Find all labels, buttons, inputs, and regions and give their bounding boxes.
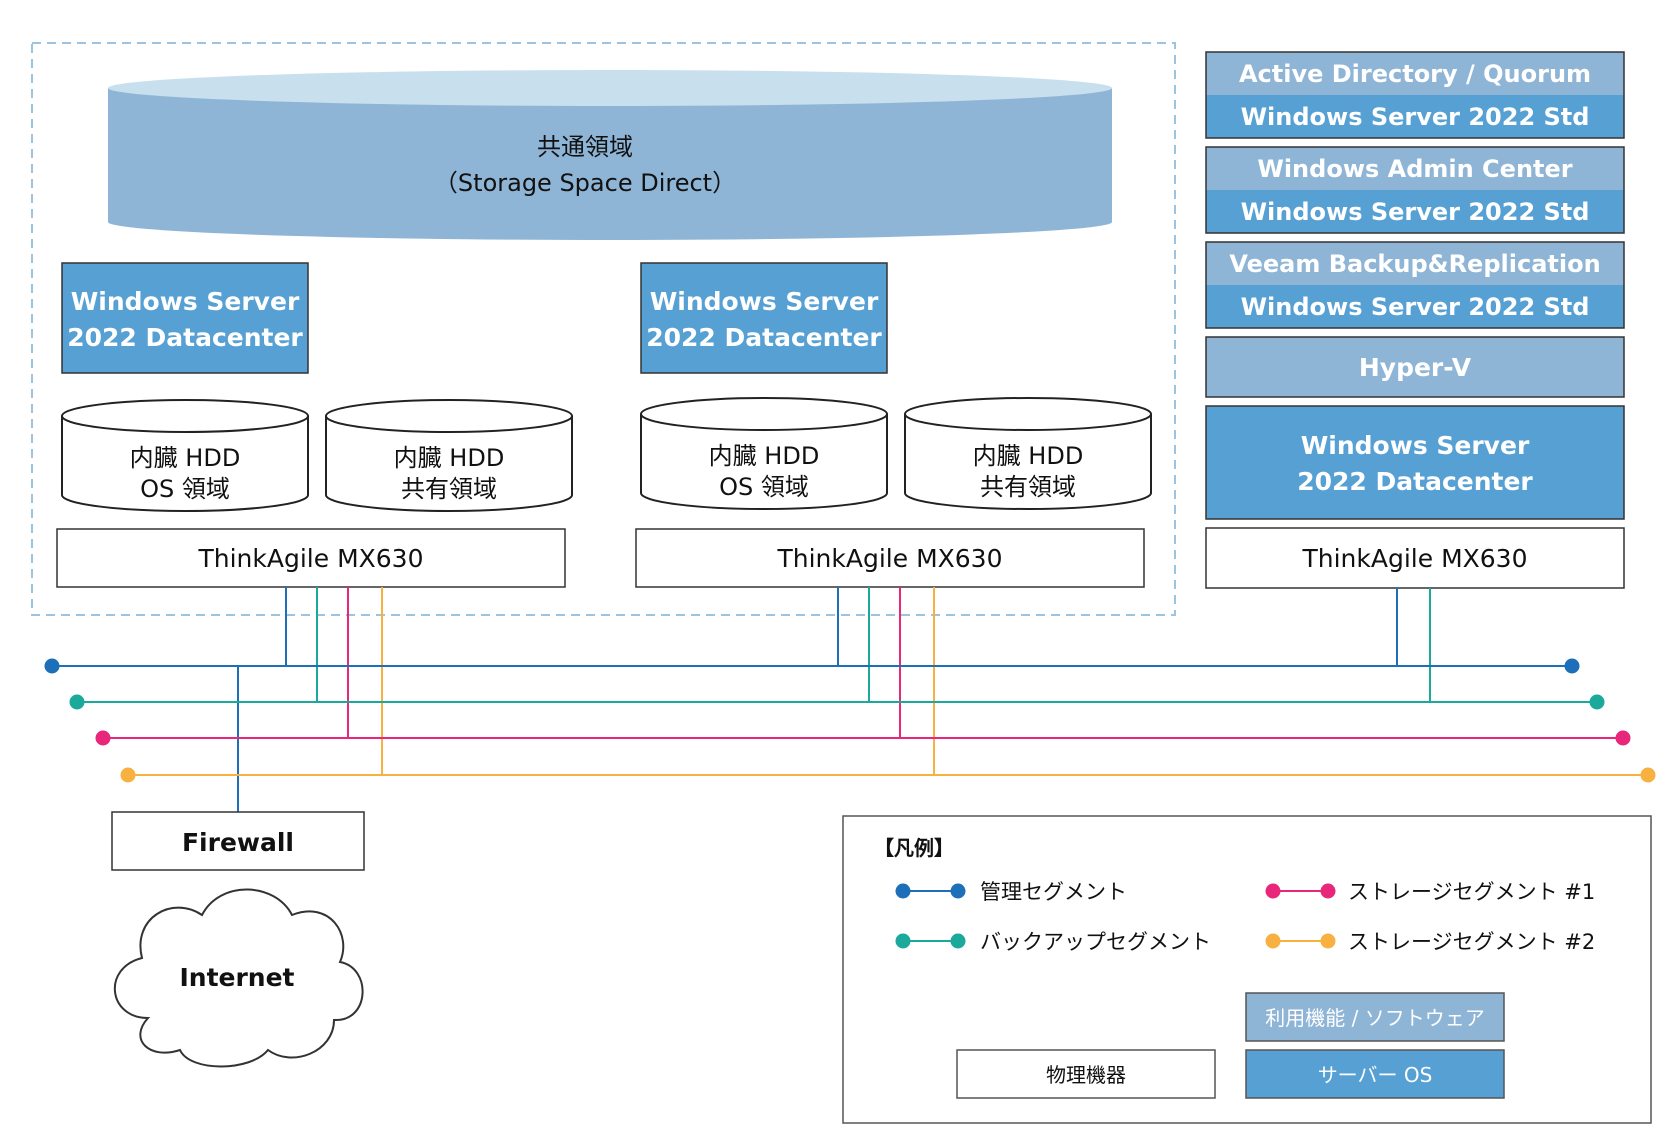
node-1-os-line2: 2022 Datacenter: [67, 323, 303, 352]
node-2-hardware-box: [635, 528, 1145, 588]
node-1-hardware-box: [56, 528, 566, 588]
legend-storage1-label: ストレージセグメント #1: [1348, 880, 1595, 904]
node-1-disk-os: 内臓 HDD OS 領域: [61, 399, 309, 512]
storage-pool-sublabel: （Storage Space Direct）: [434, 169, 736, 197]
node-2-hardware-label: ThinkAgile MX630: [777, 544, 1003, 573]
legend-storage2-label: ストレージセグメント #2: [1348, 930, 1595, 954]
legend-backup-label: バックアップセグメント: [980, 930, 1211, 954]
internet-cloud: Internet: [114, 888, 364, 1068]
node-1-os-line1: Windows Server: [71, 287, 300, 316]
node-2-os-line2: 2022 Datacenter: [646, 323, 882, 352]
storage-pool-cylinder: 共通領域 （Storage Space Direct）: [108, 70, 1112, 240]
vm-3-app-box: [1206, 242, 1624, 285]
node-2-disk-os-line2: OS 領域: [719, 473, 809, 501]
mgmt-host-os-line2: 2022 Datacenter: [1297, 467, 1533, 496]
legend-hardware-swatch: [956, 1049, 1216, 1099]
storage-pool-label: 共通領域: [537, 133, 633, 161]
management-server-stack: Active Directory / Quorum Windows Server…: [1205, 51, 1625, 589]
legend: 【凡例】 管理セグメント バックアップセグメント ストレージセグメント #1 ス…: [842, 815, 1652, 1124]
mgmt-host-os-box: [1205, 405, 1625, 520]
legend-os-swatch: [1245, 1049, 1505, 1099]
internet-label: Internet: [179, 963, 294, 992]
legend-software-label: 利用機能 / ソフトウェア: [1265, 1006, 1484, 1030]
node-1-disk-os-line2: OS 領域: [140, 475, 230, 503]
node-1-hardware-label: ThinkAgile MX630: [198, 544, 424, 573]
vm-2-app-box: [1206, 147, 1624, 190]
node-2-disk-shared-line1: 内臓 HDD: [973, 442, 1084, 470]
cluster-node-2: Windows Server 2022 Datacenter 内臓 HDD OS…: [635, 262, 1152, 588]
node-2-disk-shared: 内臓 HDD 共有領域: [904, 397, 1152, 510]
hyperv-label: Hyper-V: [1359, 353, 1472, 382]
legend-mgmt-label: 管理セグメント: [980, 880, 1127, 904]
node-1-disk-shared-line2: 共有領域: [401, 475, 497, 503]
node-1-os-box: [61, 262, 309, 374]
vm-2-os-box: [1206, 190, 1624, 233]
node-2-os-line1: Windows Server: [650, 287, 879, 316]
vm-3-os-box: [1206, 285, 1624, 328]
mgmt-hardware-label: ThinkAgile MX630: [1302, 544, 1528, 573]
firewall-label: Firewall: [182, 828, 294, 857]
cluster-node-1: Windows Server 2022 Datacenter 内臓 HDD OS…: [56, 262, 573, 588]
node-1-disk-shared-line1: 内臓 HDD: [394, 444, 505, 472]
hyperv-box: [1205, 336, 1625, 398]
cluster-boundary: [31, 42, 1176, 616]
vm-1-app-label: Active Directory / Quorum: [1239, 60, 1591, 88]
vm-3-app-label: Veeam Backup&Replication: [1229, 250, 1600, 278]
node-2-os-box: [640, 262, 888, 374]
node-2-disk-os-line1: 内臓 HDD: [709, 442, 820, 470]
node-1-disk-os-line1: 内臓 HDD: [130, 444, 241, 472]
node-2-disk-os: 内臓 HDD OS 領域: [640, 397, 888, 510]
legend-title: 【凡例】: [874, 836, 954, 860]
node-2-disk-shared-line2: 共有領域: [980, 473, 1076, 501]
vm-1-os-box: [1206, 95, 1624, 138]
legend-hardware-label: 物理機器: [1046, 1063, 1126, 1087]
firewall-box: [111, 811, 365, 871]
vm-1-app-box: [1206, 52, 1624, 95]
vm-2-app-label: Windows Admin Center: [1257, 155, 1572, 183]
network-segments: [44, 587, 1656, 812]
legend-software-swatch: [1245, 992, 1505, 1042]
mgmt-hardware-box: [1205, 527, 1625, 589]
vm-1-os-label: Windows Server 2022 Std: [1241, 103, 1590, 131]
node-1-disk-shared: 内臓 HDD 共有領域: [325, 399, 573, 512]
vm-3-os-label: Windows Server 2022 Std: [1241, 293, 1590, 321]
legend-os-label: サーバー OS: [1318, 1063, 1433, 1087]
vm-2-os-label: Windows Server 2022 Std: [1241, 198, 1590, 226]
mgmt-host-os-line1: Windows Server: [1301, 431, 1530, 460]
